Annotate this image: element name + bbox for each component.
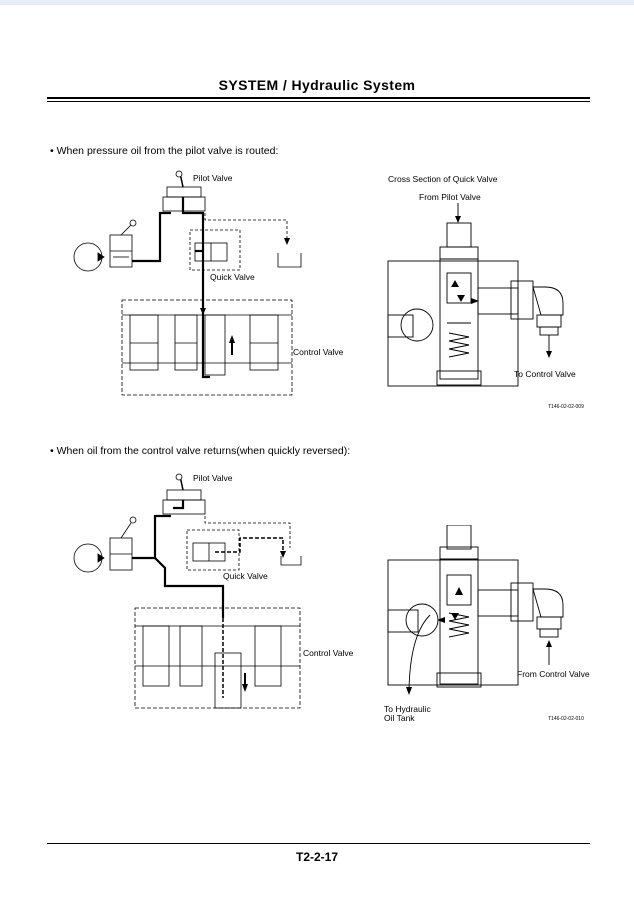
page-number: T2-2-17: [295, 850, 339, 864]
window-top-bar: [0, 0, 634, 5]
s1-figure-id: T146-02-02-009: [548, 404, 584, 410]
s1-from-pilot-label: From Pilot Valve: [419, 192, 481, 202]
schematic-pressure-routed: [73, 170, 302, 396]
s1-control-valve-label: Control Valve: [293, 347, 344, 357]
s2-quick-valve-label: Quick Valve: [223, 571, 268, 581]
section2-bullet: • When oil from the control valve return…: [50, 445, 351, 457]
cross-section-return: [387, 525, 564, 695]
title-rule-thick: [47, 97, 590, 99]
s2-from-control-label: From Control Valve: [517, 669, 590, 679]
s1-to-control-label: To Control Valve: [514, 369, 576, 379]
s2-control-valve-label: Control Valve: [303, 648, 354, 658]
s1-quick-valve-label: Quick Valve: [210, 272, 255, 282]
schematic-return-quick-reversed: [73, 473, 302, 709]
s2-figure-id: T146-02-02-010: [548, 716, 584, 722]
s1-pilot-valve-label: Pilot Valve: [193, 173, 233, 183]
footer-rule: [47, 843, 590, 844]
s2-to-tank-label-2: Oil Tank: [384, 713, 415, 723]
title-rule-thin: [47, 101, 590, 102]
cross-section-pressure: [387, 203, 564, 387]
section1-bullet: • When pressure oil from the pilot valve…: [50, 145, 279, 157]
s1-cross-section-title: Cross Section of Quick Valve: [388, 174, 498, 184]
s2-pilot-valve-label: Pilot Valve: [193, 473, 233, 483]
s2-to-tank-label-1: To Hydraulic: [384, 704, 431, 714]
page-title: SYSTEM / Hydraulic System: [218, 77, 416, 93]
